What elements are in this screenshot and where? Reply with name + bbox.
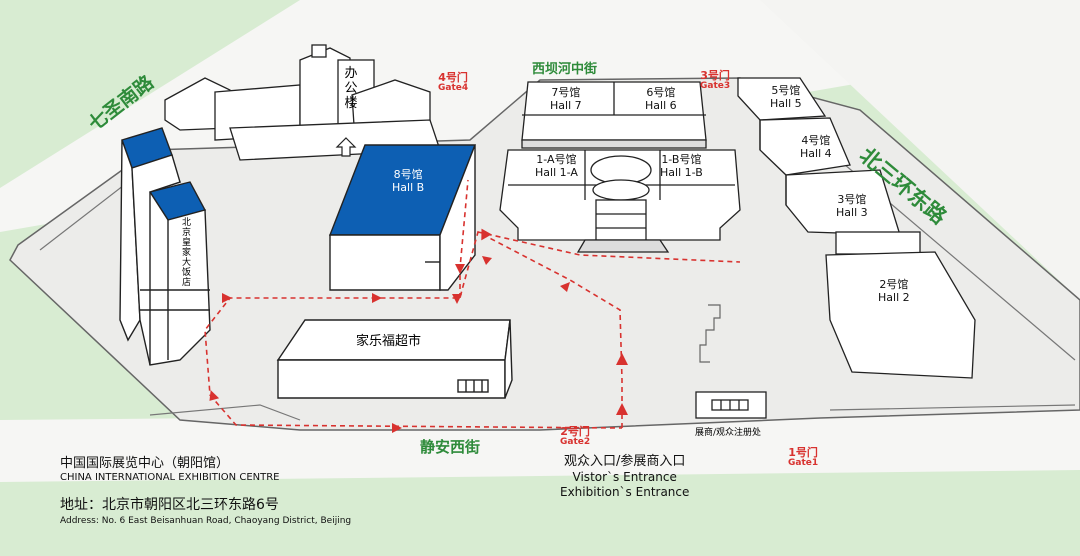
hall-1a-cn: 1-A号馆 [536,153,577,166]
address-cn: 地址：北京市朝阳区北三环东路6号 [60,497,279,513]
office-arrow-icon [335,137,357,157]
hall-6-label: 6号馆 Hall 6 [645,86,677,112]
hall-1b-label: 1-B号馆 Hall 1-B [660,153,703,179]
gate-3-cn: 3号门 [700,69,730,82]
gate-4-cn: 4号门 [438,71,468,84]
hall-2-cn: 2号馆 [879,278,909,291]
gate-2-label: 2号门 Gate2 [560,426,590,448]
hall-7-6-building [521,81,707,149]
hall-1a-label: 1-A号馆 Hall 1-A [535,153,578,179]
entrance-label: 观众入口/参展商入口 Vistor`s Entrance Exhibition`… [560,454,689,500]
gate-4-label: 4号门 Gate4 [438,72,468,94]
street-north: 西坝河中街 [532,62,598,77]
address-en: Address: No. 6 East Beisanhuan Road, Cha… [60,516,352,526]
hotel-building [119,127,211,366]
gate-4-en: Gate4 [438,83,469,93]
arrow-icon [616,403,628,415]
hall-7-en: Hall 7 [550,99,582,112]
hall-7-label: 7号馆 Hall 7 [550,86,582,112]
arrow-icon [455,264,465,274]
arrow-icon [372,293,382,303]
office-name: 办公楼 [344,66,358,111]
hall-4-cn: 4号馆 [801,134,831,147]
hall-7-cn: 7号馆 [551,86,581,99]
hall-3-en: Hall 3 [836,206,868,219]
office-label: 办公楼 [344,66,358,111]
entrance-en2: Exhibition`s Entrance [560,485,690,499]
hall-8-cn: 8号馆 [393,168,423,181]
hall-5-en: Hall 5 [770,97,802,110]
venue-name-cn: 中国国际展览中心（朝阳馆） [60,456,230,471]
gate-2-cn: 2号门 [560,425,590,438]
hall-2-en: Hall 2 [878,291,910,304]
arrow-icon [616,353,628,365]
entrance-en1: Vistor`s Entrance [572,470,677,484]
arrow-icon [560,282,570,292]
hall-1-building [499,149,741,253]
hall-2-label: 2号馆 Hall 2 [878,278,910,304]
street-south: 静安西街 [420,438,481,456]
hall-4-label: 4号馆 Hall 4 [800,134,832,160]
route-arrows [209,228,628,433]
arrow-icon [392,423,402,433]
hall-1b-cn: 1-B号馆 [661,153,702,166]
arrow-icon [222,293,232,303]
gate-1-en: Gate1 [788,458,819,468]
road-east [760,0,1080,300]
hotel-name: 北京皇家大饭店 [182,218,192,288]
hall-3-label: 3号馆 Hall 3 [836,193,868,219]
gate-1-label: 1号门 Gate1 [788,447,818,469]
hall-1a-en: Hall 1-A [535,166,578,179]
arrow-icon [452,294,462,304]
gate-2-en: Gate2 [560,437,591,447]
hall-6-cn: 6号馆 [646,86,676,99]
steps [699,304,721,363]
gate-3-en: Gate3 [700,81,731,91]
hall-8-en: Hall B [392,181,425,194]
hall-6-en: Hall 6 [645,99,677,112]
footer-band [0,482,1080,556]
registration-booth [695,391,767,419]
hall-4-en: Hall 4 [800,147,832,160]
hotel-label: 北京皇家大饭店 [182,218,192,288]
hall-8-label: 8号馆 Hall B [392,168,424,194]
hall-3-cn: 3号馆 [837,193,867,206]
office-complex [164,44,441,161]
hall-8-building [328,144,477,291]
east-halls [737,77,976,379]
arrow-icon [481,228,492,241]
arrow-icon [209,390,220,401]
entrance-cn: 观众入口/参展商入口 [564,454,686,469]
gate-1-cn: 1号门 [788,446,818,459]
supermarket-building [276,319,513,399]
gate-3-label: 3号门 Gate3 [700,70,730,92]
supermarket-label: 家乐福超市 [356,334,422,349]
hall-5-label: 5号馆 Hall 5 [770,84,802,110]
venue-name-en: CHINA INTERNATIONAL EXHIBITION CENTRE [60,472,280,483]
hall-5-cn: 5号馆 [771,84,801,97]
registration-label: 展商/观众注册处 [695,428,762,438]
hall-1b-en: Hall 1-B [660,166,703,179]
arrow-icon [482,256,492,265]
